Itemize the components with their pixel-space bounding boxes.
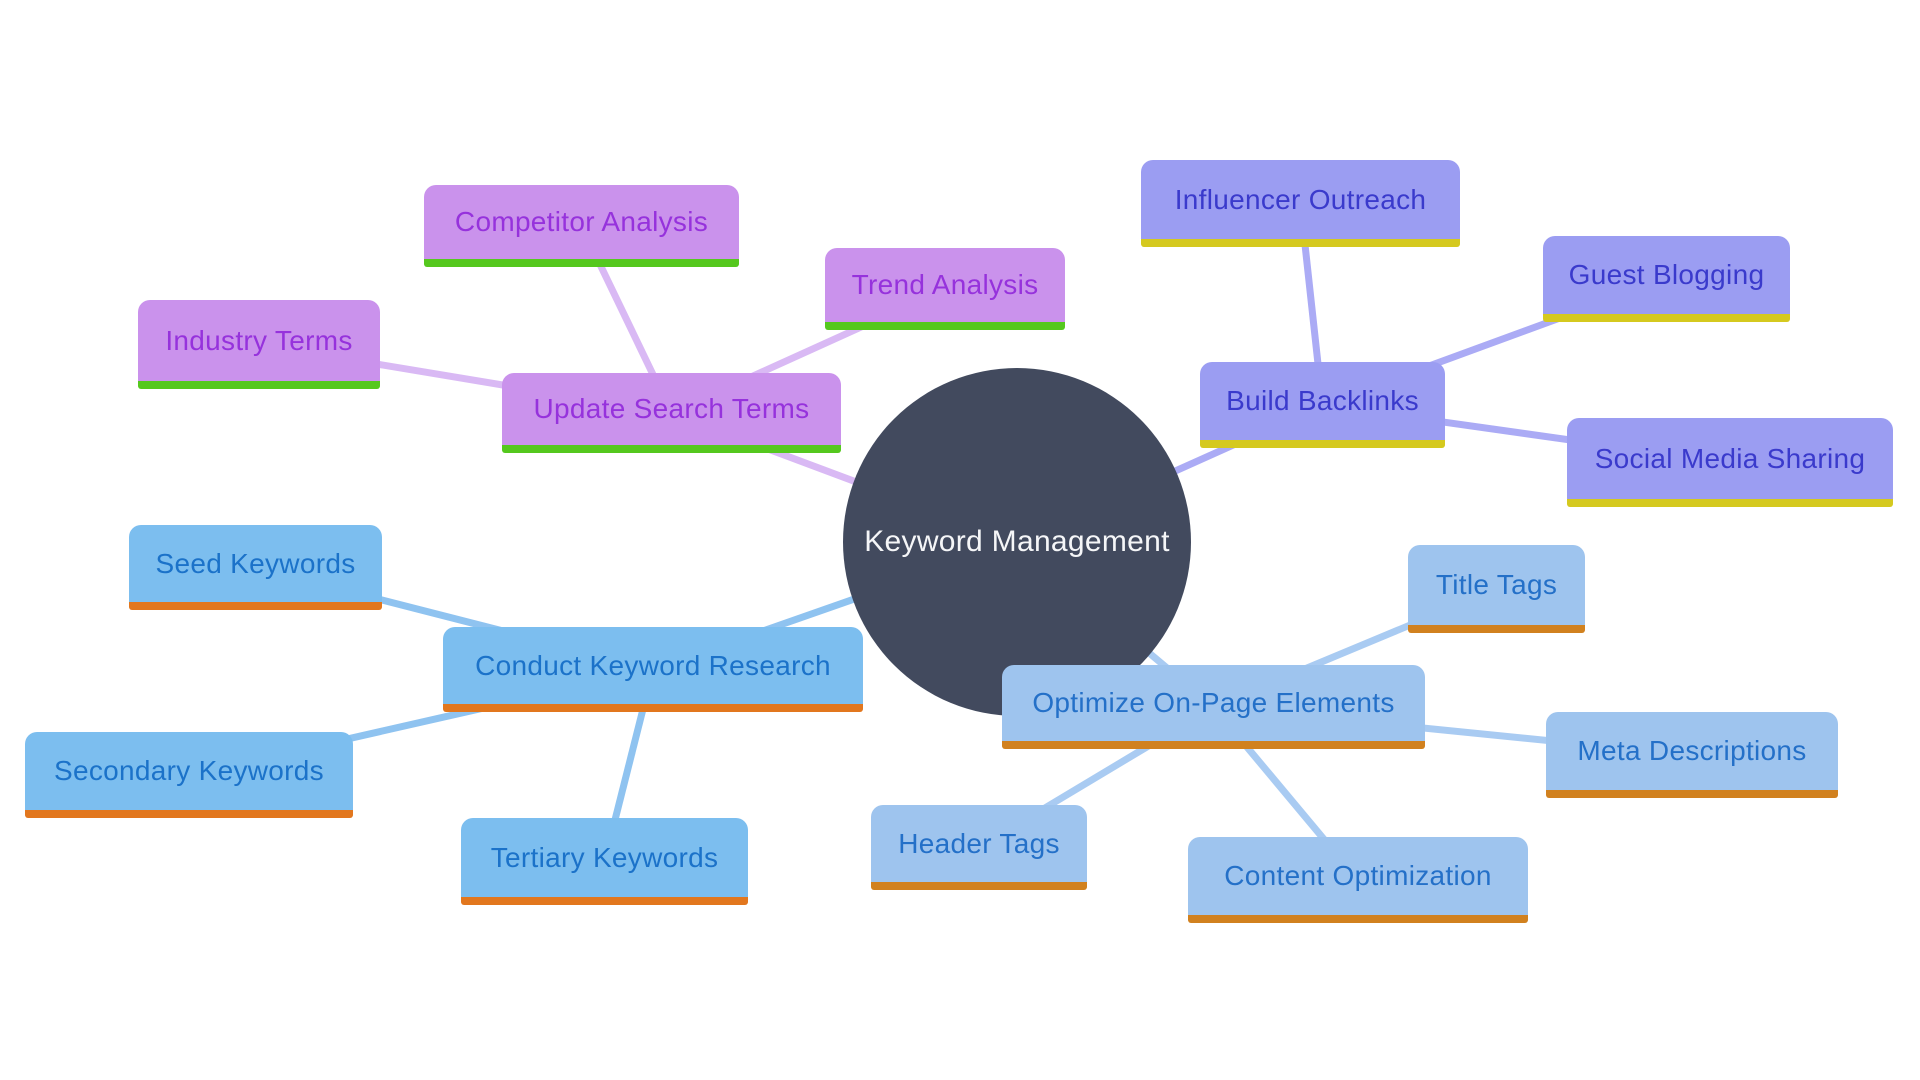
node-conduct-keyword-research[interactable]: Conduct Keyword Research bbox=[443, 627, 863, 712]
node-content-optimization[interactable]: Content Optimization bbox=[1188, 837, 1528, 923]
node-build-backlinks[interactable]: Build Backlinks bbox=[1200, 362, 1445, 448]
node-optimize-on-page-elements[interactable]: Optimize On-Page Elements bbox=[1002, 665, 1425, 749]
node-trend-analysis[interactable]: Trend Analysis bbox=[825, 248, 1065, 330]
node-meta-descriptions[interactable]: Meta Descriptions bbox=[1546, 712, 1838, 798]
node-header-tags[interactable]: Header Tags bbox=[871, 805, 1087, 890]
node-title-tags[interactable]: Title Tags bbox=[1408, 545, 1585, 633]
node-guest-blogging[interactable]: Guest Blogging bbox=[1543, 236, 1790, 322]
node-tertiary-keywords[interactable]: Tertiary Keywords bbox=[461, 818, 748, 905]
node-social-media-sharing[interactable]: Social Media Sharing bbox=[1567, 418, 1893, 507]
node-influencer-outreach[interactable]: Influencer Outreach bbox=[1141, 160, 1460, 247]
node-competitor-analysis[interactable]: Competitor Analysis bbox=[424, 185, 739, 267]
node-update-search-terms[interactable]: Update Search Terms bbox=[502, 373, 841, 453]
node-industry-terms[interactable]: Industry Terms bbox=[138, 300, 380, 389]
node-seed-keywords[interactable]: Seed Keywords bbox=[129, 525, 382, 610]
node-secondary-keywords[interactable]: Secondary Keywords bbox=[25, 732, 353, 818]
central-topic-keyword-management[interactable]: Keyword Management bbox=[843, 368, 1191, 716]
